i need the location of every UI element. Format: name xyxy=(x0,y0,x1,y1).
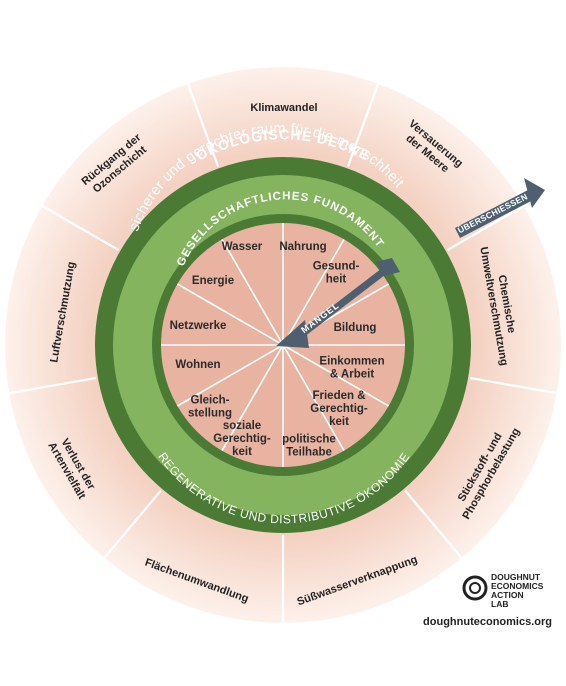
social-foundation-label: Wohnen xyxy=(175,359,220,371)
logo-line-4: LAB xyxy=(491,599,508,609)
social-foundation-label-line: Wasser xyxy=(222,241,263,253)
social-foundation-label: Nahrung xyxy=(279,241,326,253)
divider-line xyxy=(176,344,284,407)
divider-line xyxy=(221,344,284,452)
logo-line-3: ACTION xyxy=(491,590,524,600)
social-foundation-label: Gleich-stellung xyxy=(188,395,232,420)
social-foundation-label: Energie xyxy=(192,275,234,287)
divider-line xyxy=(185,79,220,167)
social-foundation-label: Bildung xyxy=(334,322,377,334)
social-foundation-label: Gesund-heit xyxy=(313,261,360,286)
social-foundation-label: Netzwerke xyxy=(170,320,227,332)
social-foundation-label-line: politische xyxy=(282,434,336,446)
social-foundation-label-line: stellung xyxy=(188,408,232,420)
social-foundation-label-line: & Arbeit xyxy=(330,369,374,381)
divider-line xyxy=(346,79,381,167)
social-foundation-label-line: Bildung xyxy=(334,322,377,334)
social-foundation-label-line: Gerechtig- xyxy=(310,403,368,415)
social-foundation-label: Frieden &Gerechtig-keit xyxy=(310,390,368,428)
divider-line xyxy=(5,376,97,396)
social-foundation-label-line: Energie xyxy=(192,275,234,287)
divider-line xyxy=(282,344,390,407)
divider-line xyxy=(282,238,345,346)
social-foundation-label-line: keit xyxy=(329,416,349,428)
social-foundation-label-line: heit xyxy=(326,274,347,286)
social-foundation-label-line: Gesund- xyxy=(313,261,360,273)
divider-line xyxy=(469,376,561,396)
social-foundation-label-line: Frieden & xyxy=(312,390,365,402)
social-foundation-label-line: keit xyxy=(232,446,252,458)
divider-line xyxy=(100,489,162,562)
planetary-boundary-label-line: Klimawandel xyxy=(250,102,317,114)
logo-line-2: ECONOMICS xyxy=(491,581,544,591)
divider-line xyxy=(446,203,528,251)
divider-line xyxy=(282,344,345,452)
logo-line-1: DOUGHNUT xyxy=(491,572,541,582)
social-foundation-label-line: Gleich- xyxy=(191,395,230,407)
doughnut-economics-logo: DOUGHNUT ECONOMICS ACTION LAB doughnutec… xyxy=(423,572,552,628)
divider-line xyxy=(38,203,120,251)
logo-url: doughnuteconomics.org xyxy=(423,616,552,628)
social-foundation-label-line: soziale xyxy=(223,420,261,432)
divider-line xyxy=(221,238,284,346)
social-foundation-label-line: Teilhabe xyxy=(286,447,332,459)
social-foundation-label-line: Gerechtig- xyxy=(213,433,271,445)
social-foundation-label: Wasser xyxy=(222,241,263,253)
social-foundation-label: Einkommen& Arbeit xyxy=(319,356,384,381)
divider-line xyxy=(404,489,466,562)
social-foundation-label-line: Einkommen xyxy=(319,356,384,368)
planetary-boundary-label: Klimawandel xyxy=(250,102,317,114)
inner-dividers xyxy=(161,223,405,467)
social-foundation-label-line: Nahrung xyxy=(279,241,326,253)
social-foundation-label-line: Netzwerke xyxy=(170,320,227,332)
outer-dividers xyxy=(5,79,561,627)
social-foundation-label-line: Wohnen xyxy=(175,359,220,371)
social-foundation-labels: Wasser NahrungGesund-heitBildungEinkommen… xyxy=(170,241,385,459)
logo-doughnut-icon xyxy=(462,575,488,601)
divider-line xyxy=(176,283,284,346)
